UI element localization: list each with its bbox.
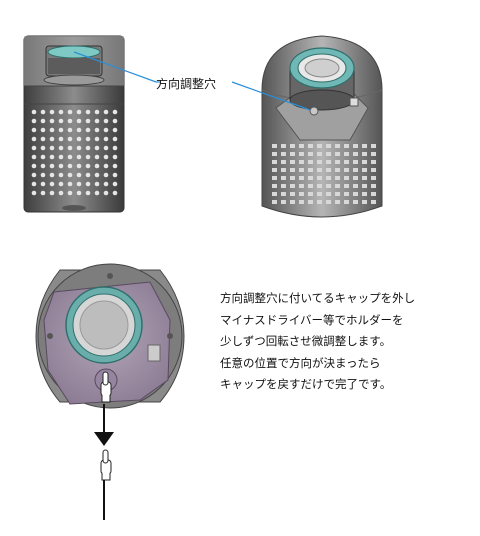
pointing-hand-icon <box>100 449 112 481</box>
instruction-line: 少しずつ回転させ微調整します。 <box>220 334 392 348</box>
instruction-line: 方向調整穴に付いてるキャップを外し <box>220 291 416 305</box>
callout-leader <box>73 51 311 111</box>
side-view-light <box>23 35 125 213</box>
pointing-hand-icon <box>100 371 112 403</box>
down-arrow-icon <box>94 404 114 446</box>
vent-holes-right <box>272 144 376 204</box>
holder-bottom-view <box>35 263 185 409</box>
top-view-light <box>261 35 383 218</box>
vent-holes <box>31 109 118 196</box>
instruction-line: 任意の位置で方向が決まったら <box>220 355 381 370</box>
adjustment-hole-label: 方向調整穴 <box>156 77 217 91</box>
instruction-text: 方向調整穴に付いてるキャップを外し マイナスドライバー等でホルダーを 少しずつ回… <box>220 288 415 396</box>
instruction-line: マイナスドライバー等でホルダーを <box>220 312 404 327</box>
instruction-line: キャップを戻すだけで完了です。 <box>220 377 392 391</box>
